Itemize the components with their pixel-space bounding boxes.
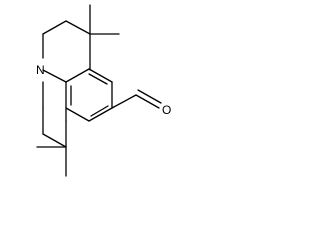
ring-bond-c [88, 107, 113, 122]
aldehyde-group [111, 89, 162, 109]
upper-gem-dimethyl [89, 4, 120, 35]
lower-gem-dimethyl [36, 146, 67, 177]
oxygen-label: O [162, 103, 171, 117]
chemical-structure: N O [36, 4, 171, 177]
bond-ring-to-carbonyl [111, 94, 137, 109]
carbonyl-bond [135, 94, 160, 109]
ring-double-3 [88, 73, 108, 85]
bond-n-aromatic [42, 69, 67, 83]
ring-bond-f [65, 68, 90, 83]
bond-lower-ch2-2 [42, 133, 67, 148]
nitrogen-label: N [36, 63, 45, 77]
ring-bond-e [88, 68, 113, 83]
carbonyl-double [137, 89, 162, 104]
bond-upper-ch2-1 [42, 20, 67, 35]
lower-ring [42, 81, 67, 148]
aromatic-ring [65, 68, 113, 122]
ring-double-2 [90, 105, 109, 117]
upper-ring [42, 20, 91, 71]
nitrogen-bridge [42, 69, 67, 122]
ring-bond-b [65, 107, 90, 122]
bond-upper-ch2-2 [65, 20, 91, 35]
